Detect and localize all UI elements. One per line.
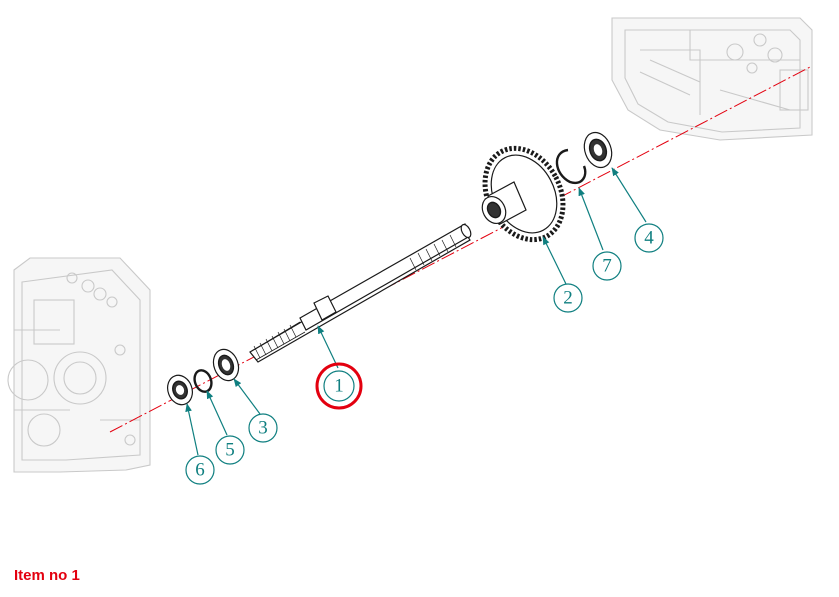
center-axis — [109, 65, 813, 433]
callout-2-label: 2 — [563, 288, 573, 309]
callout-3[interactable]: 3 — [248, 413, 278, 443]
gear — [481, 145, 566, 243]
callout-3-label: 3 — [258, 418, 268, 439]
callout-4-label: 4 — [644, 228, 654, 249]
callout-7-label: 7 — [602, 256, 612, 277]
callout-6[interactable]: 6 — [185, 455, 215, 485]
callout-5-label: 5 — [225, 440, 235, 461]
callout-2[interactable]: 2 — [553, 283, 583, 313]
leader-lines — [185, 167, 647, 456]
callout-6-label: 6 — [195, 460, 205, 481]
left-housing — [7, 257, 151, 473]
callout-1-highlight-ring — [315, 362, 363, 410]
bearing-right — [583, 131, 613, 169]
callout-1-label: 1 — [334, 376, 344, 397]
exploded-view-diagram: 1 2 3 4 5 6 7 — [7, 17, 813, 485]
bearing-left-inner — [212, 348, 240, 382]
main-shaft — [249, 223, 472, 363]
callout-4[interactable]: 4 — [634, 223, 664, 253]
circlip-right — [555, 148, 587, 185]
circlip-left — [193, 369, 213, 393]
selected-item-label: Item no 1 — [14, 567, 80, 584]
callout-7[interactable]: 7 — [592, 251, 622, 281]
callout-5[interactable]: 5 — [215, 435, 245, 465]
callout-1[interactable]: 1 — [315, 362, 363, 410]
right-housing — [611, 17, 813, 141]
bearing-left-outer — [167, 374, 193, 406]
